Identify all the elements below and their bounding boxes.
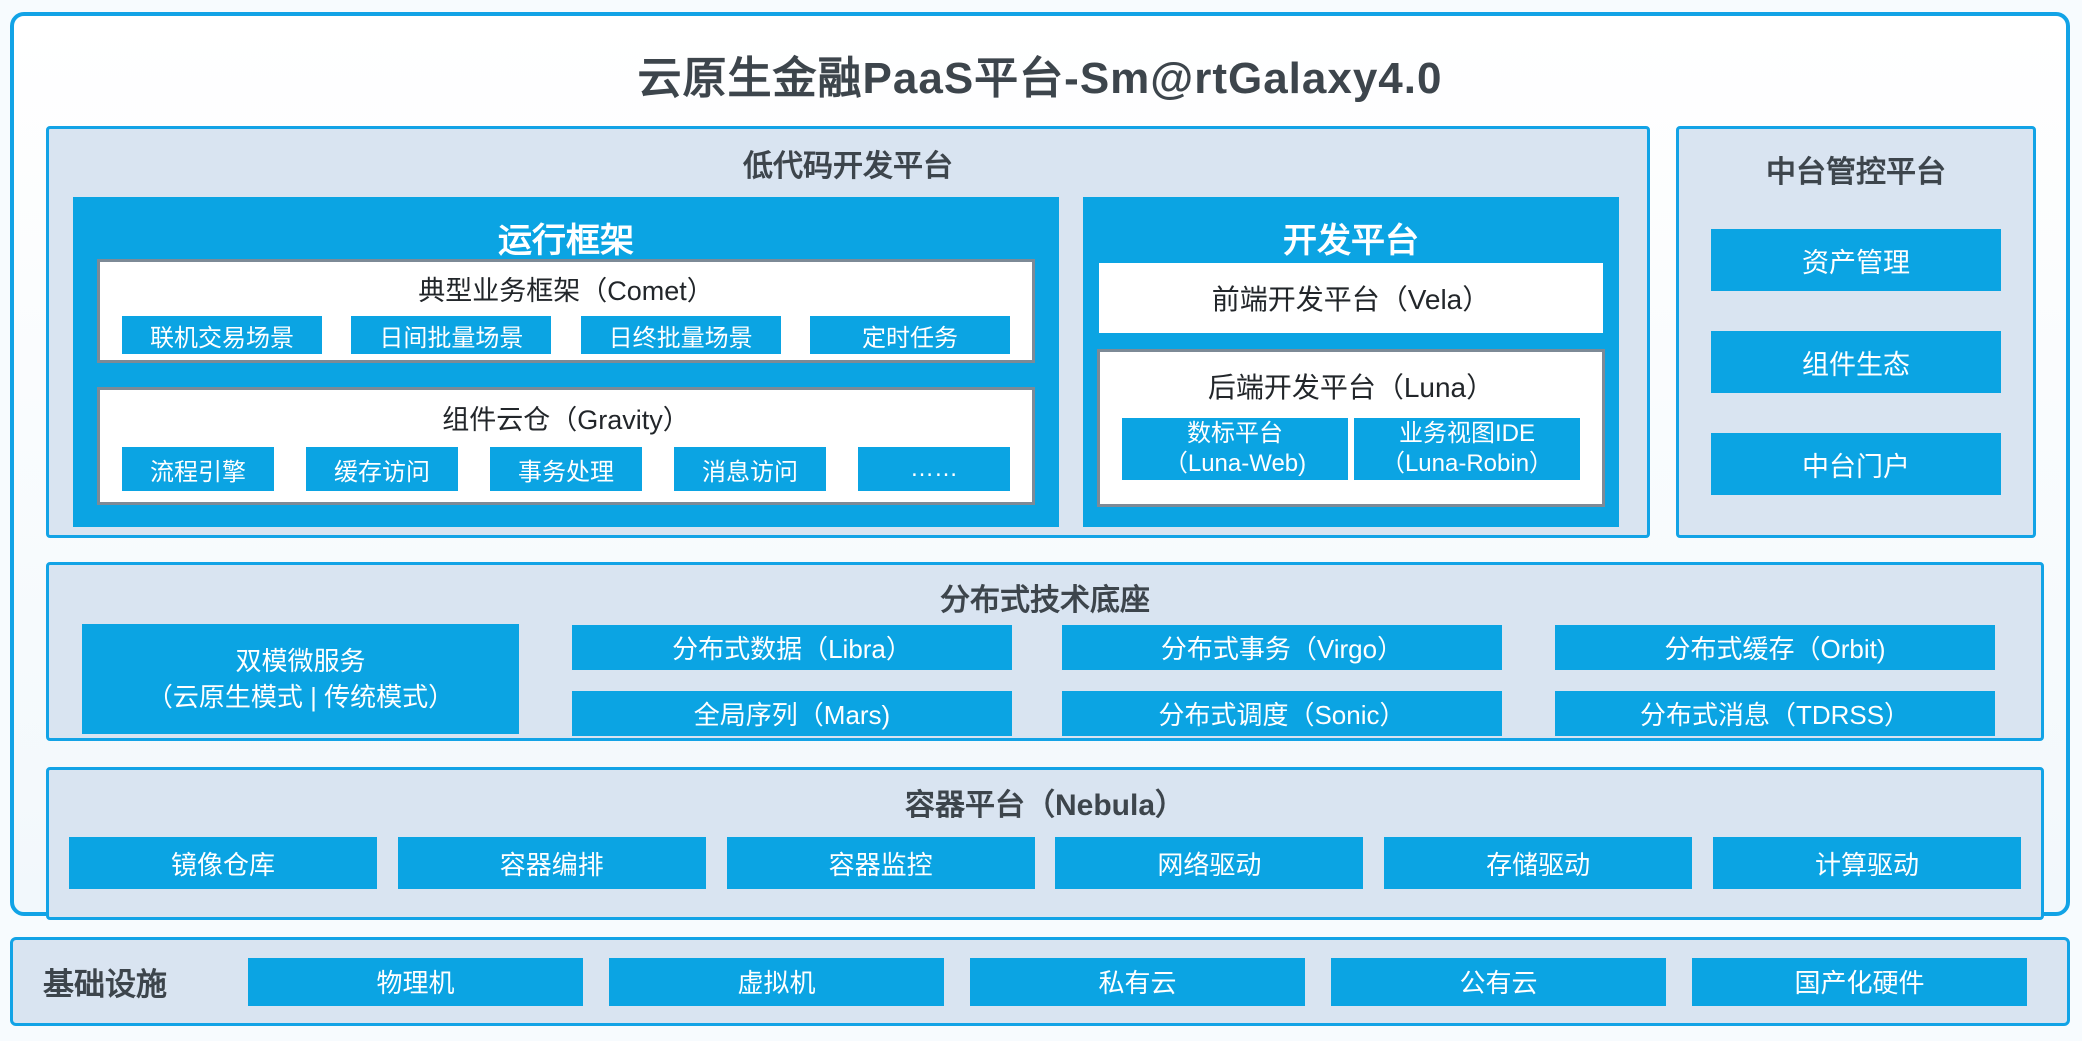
- section-container-platform: 容器平台（Nebula） 镜像仓库 容器编排 容器监控 网络驱动 存储驱动 计算…: [46, 767, 2044, 920]
- section-lowcode-platform: 低代码开发平台 运行框架 典型业务框架（Comet） 联机交易场景 日间批量场景…: [46, 126, 1650, 538]
- node-message-access: 消息访问: [674, 447, 826, 491]
- node-dual-mode-line1: 双模微服务: [235, 646, 366, 676]
- node-dual-mode-line2: （云原生模式 | 传统模式）: [146, 682, 455, 712]
- node-transaction-processing: 事务处理: [490, 447, 642, 491]
- node-luna-robin-line1: 业务视图IDE: [1398, 420, 1535, 447]
- node-image-registry: 镜像仓库: [69, 837, 377, 889]
- node-online-transaction: 联机交易场景: [122, 316, 322, 354]
- node-asset-management: 资产管理: [1711, 229, 2001, 291]
- luna-items-row: 数标平台 （Luna-Web) 业务视图IDE （Luna-Robin）: [1100, 418, 1602, 480]
- node-distributed-message-tdrss: 分布式消息（TDRSS）: [1555, 691, 1995, 736]
- box-luna-title: 后端开发平台（Luna）: [1207, 372, 1495, 403]
- box-comet-title: 典型业务框架（Comet）: [418, 276, 714, 306]
- node-storage-driver: 存储驱动: [1384, 837, 1693, 889]
- node-component-ecosystem: 组件生态: [1711, 331, 2001, 393]
- section-midplatform-control: 中台管控平台 资产管理 组件生态 中台门户: [1676, 126, 2036, 538]
- panel-runtime-framework: 运行框架 典型业务框架（Comet） 联机交易场景 日间批量场景 日终批量场景 …: [73, 197, 1059, 527]
- diagram-outer-frame: 云原生金融PaaS平台-Sm@rtGalaxy4.0 低代码开发平台 运行框架 …: [10, 12, 2070, 920]
- node-ellipsis-more: ……: [858, 447, 1010, 491]
- box-gravity-warehouse: 组件云仓（Gravity） 流程引擎 缓存访问 事务处理 消息访问 ……: [97, 387, 1035, 505]
- page-title: 云原生金融PaaS平台-Sm@rtGalaxy4.0: [637, 54, 1443, 103]
- node-container-monitoring: 容器监控: [726, 837, 1035, 889]
- node-distributed-transaction-virgo: 分布式事务（Virgo）: [1062, 625, 1502, 670]
- node-luna-web: 数标平台 （Luna-Web): [1122, 418, 1348, 480]
- node-container-orchestration: 容器编排: [397, 837, 706, 889]
- node-scheduled-task: 定时任务: [809, 316, 1010, 354]
- node-daytime-batch: 日间批量场景: [351, 316, 552, 354]
- node-luna-web-line1: 数标平台: [1187, 420, 1283, 447]
- panel-dev-title: 开发平台: [1283, 222, 1419, 260]
- node-public-cloud: 公有云: [1331, 957, 1666, 1006]
- node-distributed-scheduling-sonic: 分布式调度（Sonic）: [1062, 691, 1502, 736]
- box-comet-framework: 典型业务框架（Comet） 联机交易场景 日间批量场景 日终批量场景 定时任务: [97, 259, 1035, 363]
- node-compute-driver: 计算驱动: [1712, 837, 2021, 889]
- node-process-engine: 流程引擎: [122, 447, 274, 491]
- nebula-items-row: 镜像仓库 容器编排 容器监控 网络驱动 存储驱动 计算驱动: [49, 837, 2041, 889]
- node-dual-mode-microservice: 双模微服务 （云原生模式 | 传统模式）: [82, 624, 519, 734]
- section-distributed-title: 分布式技术底座: [940, 584, 1150, 617]
- node-eod-batch: 日终批量场景: [580, 316, 781, 354]
- box-vela-frontend: 前端开发平台（Vela）: [1099, 263, 1603, 333]
- section-lowcode-title: 低代码开发平台: [743, 150, 953, 183]
- node-virtual-machine: 虚拟机: [609, 957, 944, 1006]
- node-domestic-hardware: 国产化硬件: [1692, 957, 2027, 1006]
- node-luna-robin-line2: （Luna-Robin）: [1380, 450, 1554, 477]
- node-global-sequence-mars: 全局序列（Mars): [572, 691, 1012, 736]
- node-distributed-data-libra: 分布式数据（Libra）: [572, 625, 1012, 670]
- section-distributed-base: 分布式技术底座 双模微服务 （云原生模式 | 传统模式） 分布式数据（Libra…: [46, 562, 2044, 741]
- node-distributed-cache-orbit: 分布式缓存（Orbit): [1555, 625, 1995, 670]
- section-midplatform-title: 中台管控平台: [1766, 156, 1946, 189]
- node-luna-robin: 业务视图IDE （Luna-Robin）: [1354, 418, 1580, 480]
- node-network-driver: 网络驱动: [1055, 837, 1364, 889]
- node-private-cloud: 私有云: [970, 957, 1305, 1006]
- node-physical-machine: 物理机: [248, 957, 583, 1006]
- gravity-items-row: 流程引擎 缓存访问 事务处理 消息访问 ……: [100, 447, 1032, 491]
- node-luna-web-line2: （Luna-Web): [1163, 450, 1307, 477]
- panel-runtime-title: 运行框架: [498, 222, 634, 260]
- infrastructure-label: 基础设施: [43, 967, 167, 1002]
- panel-dev-platform: 开发平台 前端开发平台（Vela） 后端开发平台（Luna） 数标平台 （Lun…: [1083, 197, 1619, 527]
- box-luna-backend: 后端开发平台（Luna） 数标平台 （Luna-Web) 业务视图IDE （Lu…: [1097, 349, 1605, 507]
- box-gravity-title: 组件云仓（Gravity）: [442, 405, 690, 435]
- section-infrastructure: 基础设施 物理机 虚拟机 私有云 公有云 国产化硬件: [10, 937, 2070, 1026]
- node-cache-access: 缓存访问: [306, 447, 458, 491]
- infrastructure-items-row: 物理机 虚拟机 私有云 公有云 国产化硬件: [228, 957, 2067, 1006]
- section-nebula-title: 容器平台（Nebula）: [904, 789, 1186, 822]
- comet-items-row: 联机交易场景 日间批量场景 日终批量场景 定时任务: [100, 316, 1032, 354]
- node-midplatform-portal: 中台门户: [1711, 433, 2001, 495]
